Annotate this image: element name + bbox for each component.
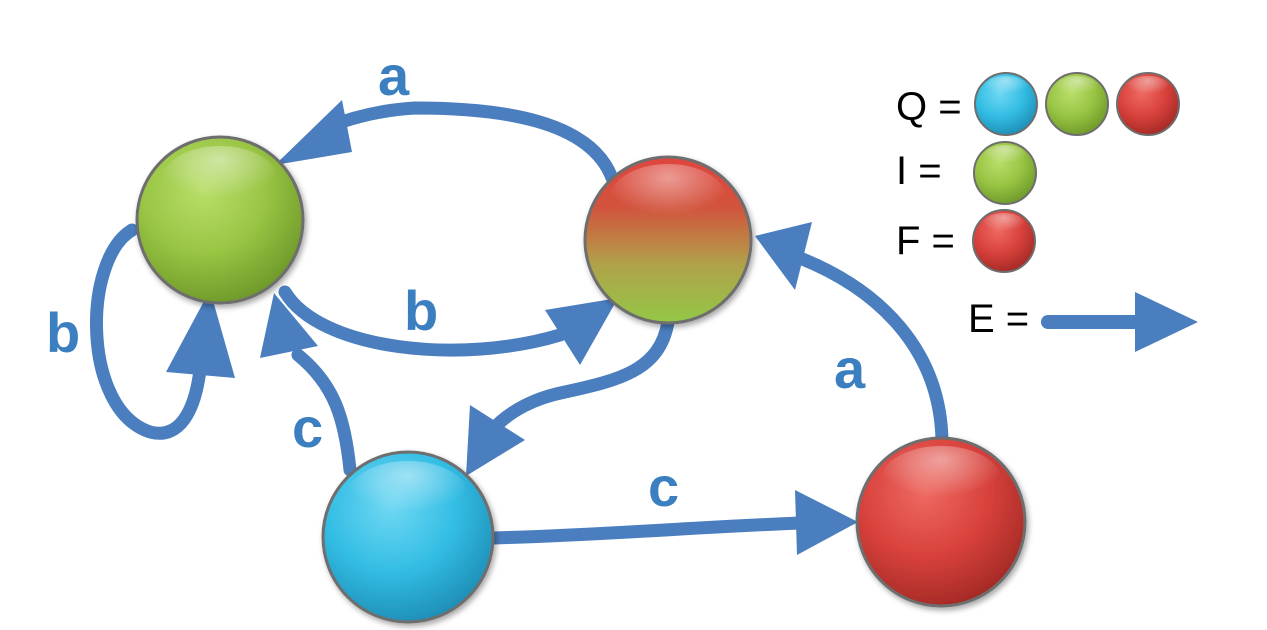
arrowhead <box>166 290 235 378</box>
edge-c-cyan-to-red <box>486 490 858 555</box>
arrowhead <box>466 405 525 476</box>
edge-loop-line <box>90 223 207 440</box>
edge-a-line <box>318 101 619 185</box>
arrowhead <box>545 298 618 365</box>
legend-q-cyan-state <box>974 72 1038 136</box>
arrowhead <box>795 490 858 555</box>
edge-label-a-right: a <box>834 337 866 400</box>
legend-q-green-state <box>1045 72 1109 136</box>
state-red[interactable] <box>855 436 1027 608</box>
arrowhead <box>755 222 812 290</box>
edge-label-c-right: c <box>648 455 679 518</box>
state-green[interactable] <box>135 135 305 305</box>
arrowhead <box>260 293 318 358</box>
edge-c-cyan-to-green <box>260 293 357 477</box>
edge-down-line <box>483 315 675 439</box>
legend-q-label: Q = <box>896 85 962 129</box>
edge-label-b-middle: b <box>404 279 438 342</box>
legend-i-label: I = <box>896 149 942 193</box>
legend: Q = I = F = E = <box>896 72 1198 352</box>
legend-q-red-state <box>1116 72 1180 136</box>
legend-e-arrow <box>1041 292 1198 352</box>
edge-b-green-to-red <box>278 285 618 365</box>
legend-e-label: E = <box>968 297 1029 341</box>
edge-label-a-top: a <box>378 44 410 107</box>
legend-f-label: F = <box>896 219 955 263</box>
edge-c-right-line <box>486 516 807 545</box>
legend-arrowhead <box>1135 292 1198 352</box>
edge-c-up-line <box>291 348 357 477</box>
state-mixed-red-green[interactable] <box>583 155 753 325</box>
state-cyan[interactable] <box>321 450 495 624</box>
edge-a-red-to-mixed <box>755 222 949 447</box>
edge-a-red-to-green <box>275 100 619 185</box>
arrowhead <box>275 100 352 165</box>
edge-red-to-cyan <box>466 315 675 476</box>
edge-a-up-line <box>793 251 949 447</box>
edge-label-c-up: c <box>292 396 323 459</box>
edge-b-self-loop <box>90 223 235 440</box>
edge-label-b-loop: b <box>46 301 80 364</box>
legend-i-green-state <box>973 141 1037 205</box>
edge-b-line <box>278 285 567 357</box>
legend-f-red-state <box>972 209 1036 273</box>
